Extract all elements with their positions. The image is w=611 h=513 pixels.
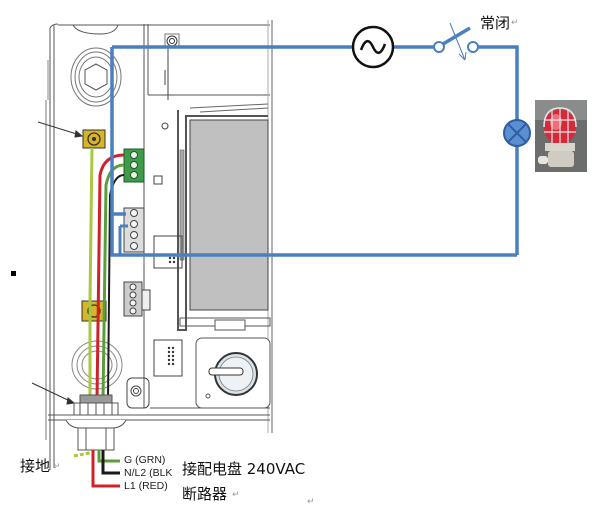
top-knockout xyxy=(70,47,122,107)
cable-gland xyxy=(65,394,127,451)
lamp-icon xyxy=(503,119,531,147)
ac-source-icon xyxy=(351,25,395,69)
alarm-circuit xyxy=(110,45,519,257)
ext-wire-green xyxy=(97,450,120,463)
paragraph-mark: ↵ xyxy=(232,490,240,500)
ext-wire-red xyxy=(91,450,120,488)
wire-label-neutral: N/L2 (BLK xyxy=(124,467,173,479)
panel-label-line1: 接配电盘 240VAC xyxy=(182,460,306,478)
paragraph-mark: ↵ xyxy=(511,18,519,28)
wire-red xyxy=(95,153,125,401)
wire-ground-yellowgreen xyxy=(88,147,94,400)
terminal-block-aux xyxy=(123,281,151,317)
pointer-arrows xyxy=(31,121,84,405)
terminal-block-power xyxy=(123,148,145,183)
wire-label-line: L1 (RED) xyxy=(124,480,168,492)
ext-wire-black xyxy=(101,450,120,475)
display-panel xyxy=(177,103,271,331)
paragraph-mark: ↵ xyxy=(307,497,315,507)
circuit-wire-left xyxy=(110,47,517,257)
wire-label-ground: G (GRN) xyxy=(124,454,166,466)
panel-label-line2: 断路器 xyxy=(182,485,228,503)
board-components xyxy=(126,122,183,409)
wire-black xyxy=(107,174,125,401)
switch-label: 常闭 xyxy=(480,14,511,32)
normally-closed-switch-icon xyxy=(433,22,479,61)
terminal-block-relay xyxy=(123,207,145,253)
ground-lug-mid xyxy=(81,300,107,322)
ground-lug-top xyxy=(82,129,106,149)
circuit-wire-switch-to-right xyxy=(476,45,519,255)
paragraph-mark: ↵ xyxy=(53,462,61,472)
battery-holder xyxy=(195,337,271,409)
ground-label: 接地 xyxy=(20,457,51,475)
ext-wire-ground xyxy=(73,450,95,458)
internal-wires xyxy=(88,147,125,401)
bullet-mark xyxy=(11,271,16,276)
external-wires xyxy=(73,450,120,488)
red-alarm-beacon-image xyxy=(535,100,587,172)
